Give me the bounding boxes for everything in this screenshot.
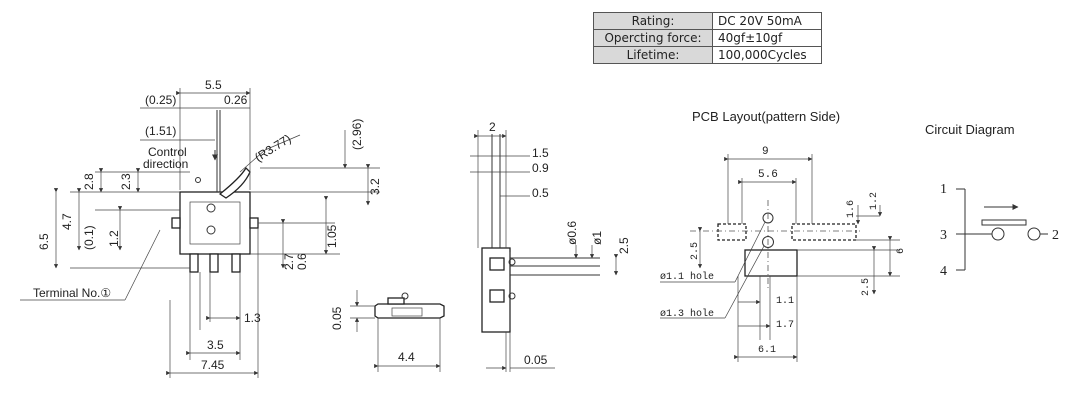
terminal-3: 3 <box>940 228 947 243</box>
side-view: 2 1.5 0.9 0.5 ø0.6 ø1 2.5 0.05 <box>470 120 631 372</box>
dim-side-2: 2 <box>489 120 496 134</box>
dim-0-5: 0.5 <box>532 186 549 200</box>
terminal-label: Terminal No.① <box>33 286 111 300</box>
circuit-diagram: Circuit Diagram 1 3 4 2 <box>925 122 1059 279</box>
front-view: 5.5 (0.25) 0.26 (1.51) Control direction… <box>20 78 382 378</box>
pcb-dim-1-1: 1.1 <box>776 296 794 307</box>
dim-side-2-5: 2.5 <box>617 237 631 254</box>
spec-row-lifetime: Lifetime: 100,000Cycles <box>593 46 822 64</box>
pcb-dim-2-5-left: 2.5 <box>690 242 701 260</box>
spec-value: 100,000Cycles <box>712 46 822 64</box>
dim-1-2: 1.2 <box>107 230 121 247</box>
dim-phi-1: ø1 <box>590 231 604 245</box>
pcb-dim-2-5-right: 2.5 <box>861 278 872 296</box>
dim-2-7: 2.7 <box>282 253 296 270</box>
pcb-pad-bottom <box>744 249 798 277</box>
dim-2-96: (2.96) <box>350 119 364 150</box>
dim-3-2: 3.2 <box>368 178 382 195</box>
control-label-2: direction <box>143 157 188 171</box>
spec-label: Rating: <box>593 12 713 30</box>
spec-row-rating: Rating: DC 20V 50mA <box>593 12 822 30</box>
dim-0-26: 0.26 <box>224 93 248 107</box>
hole-large-label: ø1.3 hole <box>660 308 714 320</box>
pcb-dim-9: 9 <box>762 146 769 158</box>
dim-4-7: 4.7 <box>60 213 74 230</box>
spec-value: DC 20V 50mA <box>712 12 822 30</box>
switch-contact-3 <box>991 227 1005 241</box>
terminal-1: 1 <box>940 182 947 197</box>
terminal-4: 4 <box>940 264 947 279</box>
dim-0-9: 0.9 <box>532 161 549 175</box>
pcb-pad-right <box>791 223 857 241</box>
dim-2-8: 2.8 <box>82 173 96 190</box>
bottom-view: 0.05 4.4 <box>330 290 445 372</box>
dim-phi-0-6: ø0.6 <box>565 221 579 245</box>
hole-1-3 <box>762 236 774 248</box>
dim-1-05: 1.05 <box>325 224 339 248</box>
spec-table: Rating: DC 20V 50mA Opercting force: 40g… <box>593 12 822 64</box>
pcb-dim-1-7: 1.7 <box>776 320 794 331</box>
switch-actuator <box>981 219 1027 226</box>
dim-4-4: 4.4 <box>398 350 415 364</box>
dim-5-5: 5.5 <box>205 78 222 92</box>
pcb-pad-left <box>717 223 747 241</box>
pcb-dim-1-2: 1.2 <box>869 192 880 210</box>
dim-6-5: 6.5 <box>37 233 51 250</box>
dim-1-3: 1.3 <box>244 311 261 325</box>
dim-0-25: (0.25) <box>145 93 176 107</box>
control-label-1: Control <box>148 145 187 159</box>
pcb-layout-title: PCB Layout(pattern Side) <box>692 109 840 124</box>
dim-side-0-05: 0.05 <box>524 353 548 367</box>
dim-r3-77: (R3.77) <box>252 131 293 164</box>
pcb-dim-5-6: 5.6 <box>758 169 778 181</box>
hole-small-label: ø1.1 hole <box>660 271 714 283</box>
switch-contact-2 <box>1027 227 1041 241</box>
pcb-layout: PCB Layout(pattern Side) 9 5.6 1.6 1.2 2… <box>660 109 907 362</box>
dim-1-5: 1.5 <box>532 146 549 160</box>
dim-0-1: (0.1) <box>82 225 96 250</box>
spec-label: Opercting force: <box>593 29 713 47</box>
pcb-dim-1-6: 1.6 <box>846 200 857 218</box>
dim-3-5: 3.5 <box>207 338 224 352</box>
pcb-dim-6: 6 <box>896 248 907 254</box>
dim-0-6: 0.6 <box>295 253 309 270</box>
circuit-title: Circuit Diagram <box>925 122 1015 137</box>
dim-2-3: 2.3 <box>119 173 133 190</box>
terminal-2: 2 <box>1052 228 1059 243</box>
spec-row-force: Opercting force: 40gf±10gf <box>593 29 822 47</box>
dim-7-45: 7.45 <box>201 358 225 372</box>
spec-label: Lifetime: <box>593 46 713 64</box>
switch-body <box>179 191 251 255</box>
dim-1-51: (1.51) <box>145 124 176 138</box>
dim-bottom-0-05: 0.05 <box>330 306 344 330</box>
pcb-dim-6-1: 6.1 <box>758 345 776 356</box>
